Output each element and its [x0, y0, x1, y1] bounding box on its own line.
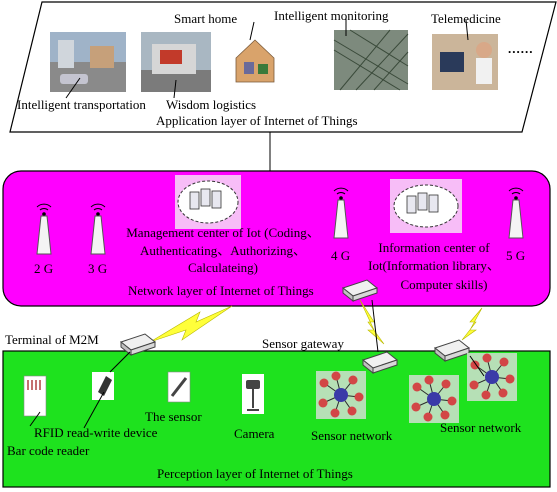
- information-center-line-3: Computer skills): [370, 278, 518, 291]
- wisdom-logistics-label: Wisdom logistics: [166, 98, 256, 111]
- bar-code-reader-label: Bar code reader: [7, 444, 89, 457]
- information-center-line-1: Information center of: [360, 241, 508, 254]
- terminal-m2m-label: Terminal of M2M: [5, 333, 99, 346]
- telemedicine-label: Telemedicine: [431, 12, 501, 25]
- sensor-gateway-label: Sensor gateway: [262, 337, 344, 350]
- lightning-bolt-right: [462, 308, 482, 340]
- lightning-bolt-m2m: [150, 306, 232, 342]
- tower-label-3g: 3 G: [88, 262, 107, 275]
- information-center-server-icon: [390, 179, 462, 233]
- camera-label: Camera: [234, 427, 274, 440]
- sensor-network-cluster-3: [467, 353, 517, 401]
- lightning-bolt-gateway: [360, 300, 384, 344]
- sensor-icon: [168, 372, 190, 402]
- application-layer-title: Application layer of Internet of Things: [156, 114, 358, 127]
- perception-layer-title: Perception layer of Internet of Things: [157, 467, 353, 480]
- tower-label-2g: 2 G: [34, 262, 53, 275]
- management-center-line-2: Authenticating、Authorizing、: [110, 244, 336, 257]
- management-center-server-icon: [175, 175, 241, 229]
- intelligent-monitoring-label: Intelligent monitoring: [274, 9, 388, 22]
- more-applications-ellipsis: ......: [508, 42, 534, 55]
- intelligent-transportation-thumbnail: [50, 32, 126, 92]
- telemedicine-thumbnail: [432, 34, 498, 90]
- sensor-network-cluster-2: [409, 375, 459, 423]
- sensor-network-label-2: Sensor network: [440, 421, 521, 434]
- tower-label-5g: 5 G: [506, 249, 525, 262]
- information-center-line-2: Iot(Information library、: [360, 259, 508, 272]
- camera-icon: [242, 374, 264, 414]
- smart-home-thumbnail: [230, 28, 280, 94]
- smart-home-label: Smart home: [174, 12, 237, 25]
- sensor-network-cluster-1: [316, 371, 366, 419]
- rfid-label: RFID read-write device: [34, 426, 157, 439]
- management-center-line-3: Calculateing): [110, 261, 336, 274]
- bar-code-reader-icon: [24, 376, 46, 416]
- rfid-reader-icon: [92, 372, 114, 400]
- sensor-label: The sensor: [145, 410, 202, 423]
- sensor-network-label-1: Sensor network: [311, 429, 392, 442]
- intelligent-transportation-label: Intelligent transportation: [17, 98, 146, 111]
- network-layer-title: Network layer of Internet of Things: [128, 284, 314, 297]
- management-center-line-1: Management center of Iot (Coding、: [110, 226, 336, 239]
- intelligent-monitoring-thumbnail: [334, 30, 408, 90]
